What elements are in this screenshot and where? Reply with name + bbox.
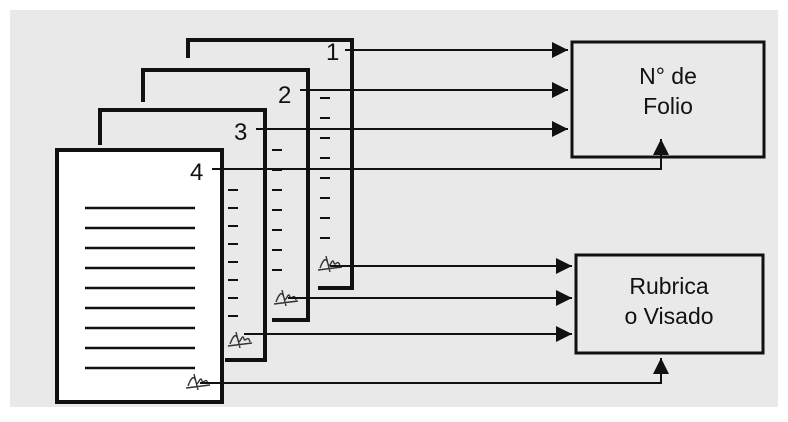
rubrica-box-line-2: o Visado [624, 303, 713, 329]
folio-box [570, 40, 766, 159]
page-3-outline [98, 108, 267, 362]
page-number-1: 1 [326, 39, 339, 66]
folio-box-line-2: Folio [643, 93, 693, 119]
page-1 [186, 38, 354, 290]
page-number-4: 4 [190, 159, 203, 186]
rubrica-box-line-1: Rubrica [629, 273, 708, 299]
arrow-page-4-to-folio [212, 139, 669, 170]
page-4-text-lines [85, 206, 195, 370]
page-4-outline [55, 148, 224, 404]
page-3-margin-ticks [228, 189, 238, 317]
arrow-page-4-to-rubrica [200, 358, 669, 384]
page-number-2: 2 [278, 82, 291, 109]
rubrica-box [574, 253, 765, 355]
folio-box-line-1: N° de [639, 63, 697, 89]
page-2-outline [141, 68, 310, 322]
page-number-3: 3 [234, 119, 247, 146]
page-1-margin-ticks [320, 97, 330, 239]
folio-arrows [212, 42, 669, 170]
page-1-outline [186, 38, 354, 290]
rubrica-arrows [200, 258, 669, 384]
page-4 [55, 148, 224, 404]
